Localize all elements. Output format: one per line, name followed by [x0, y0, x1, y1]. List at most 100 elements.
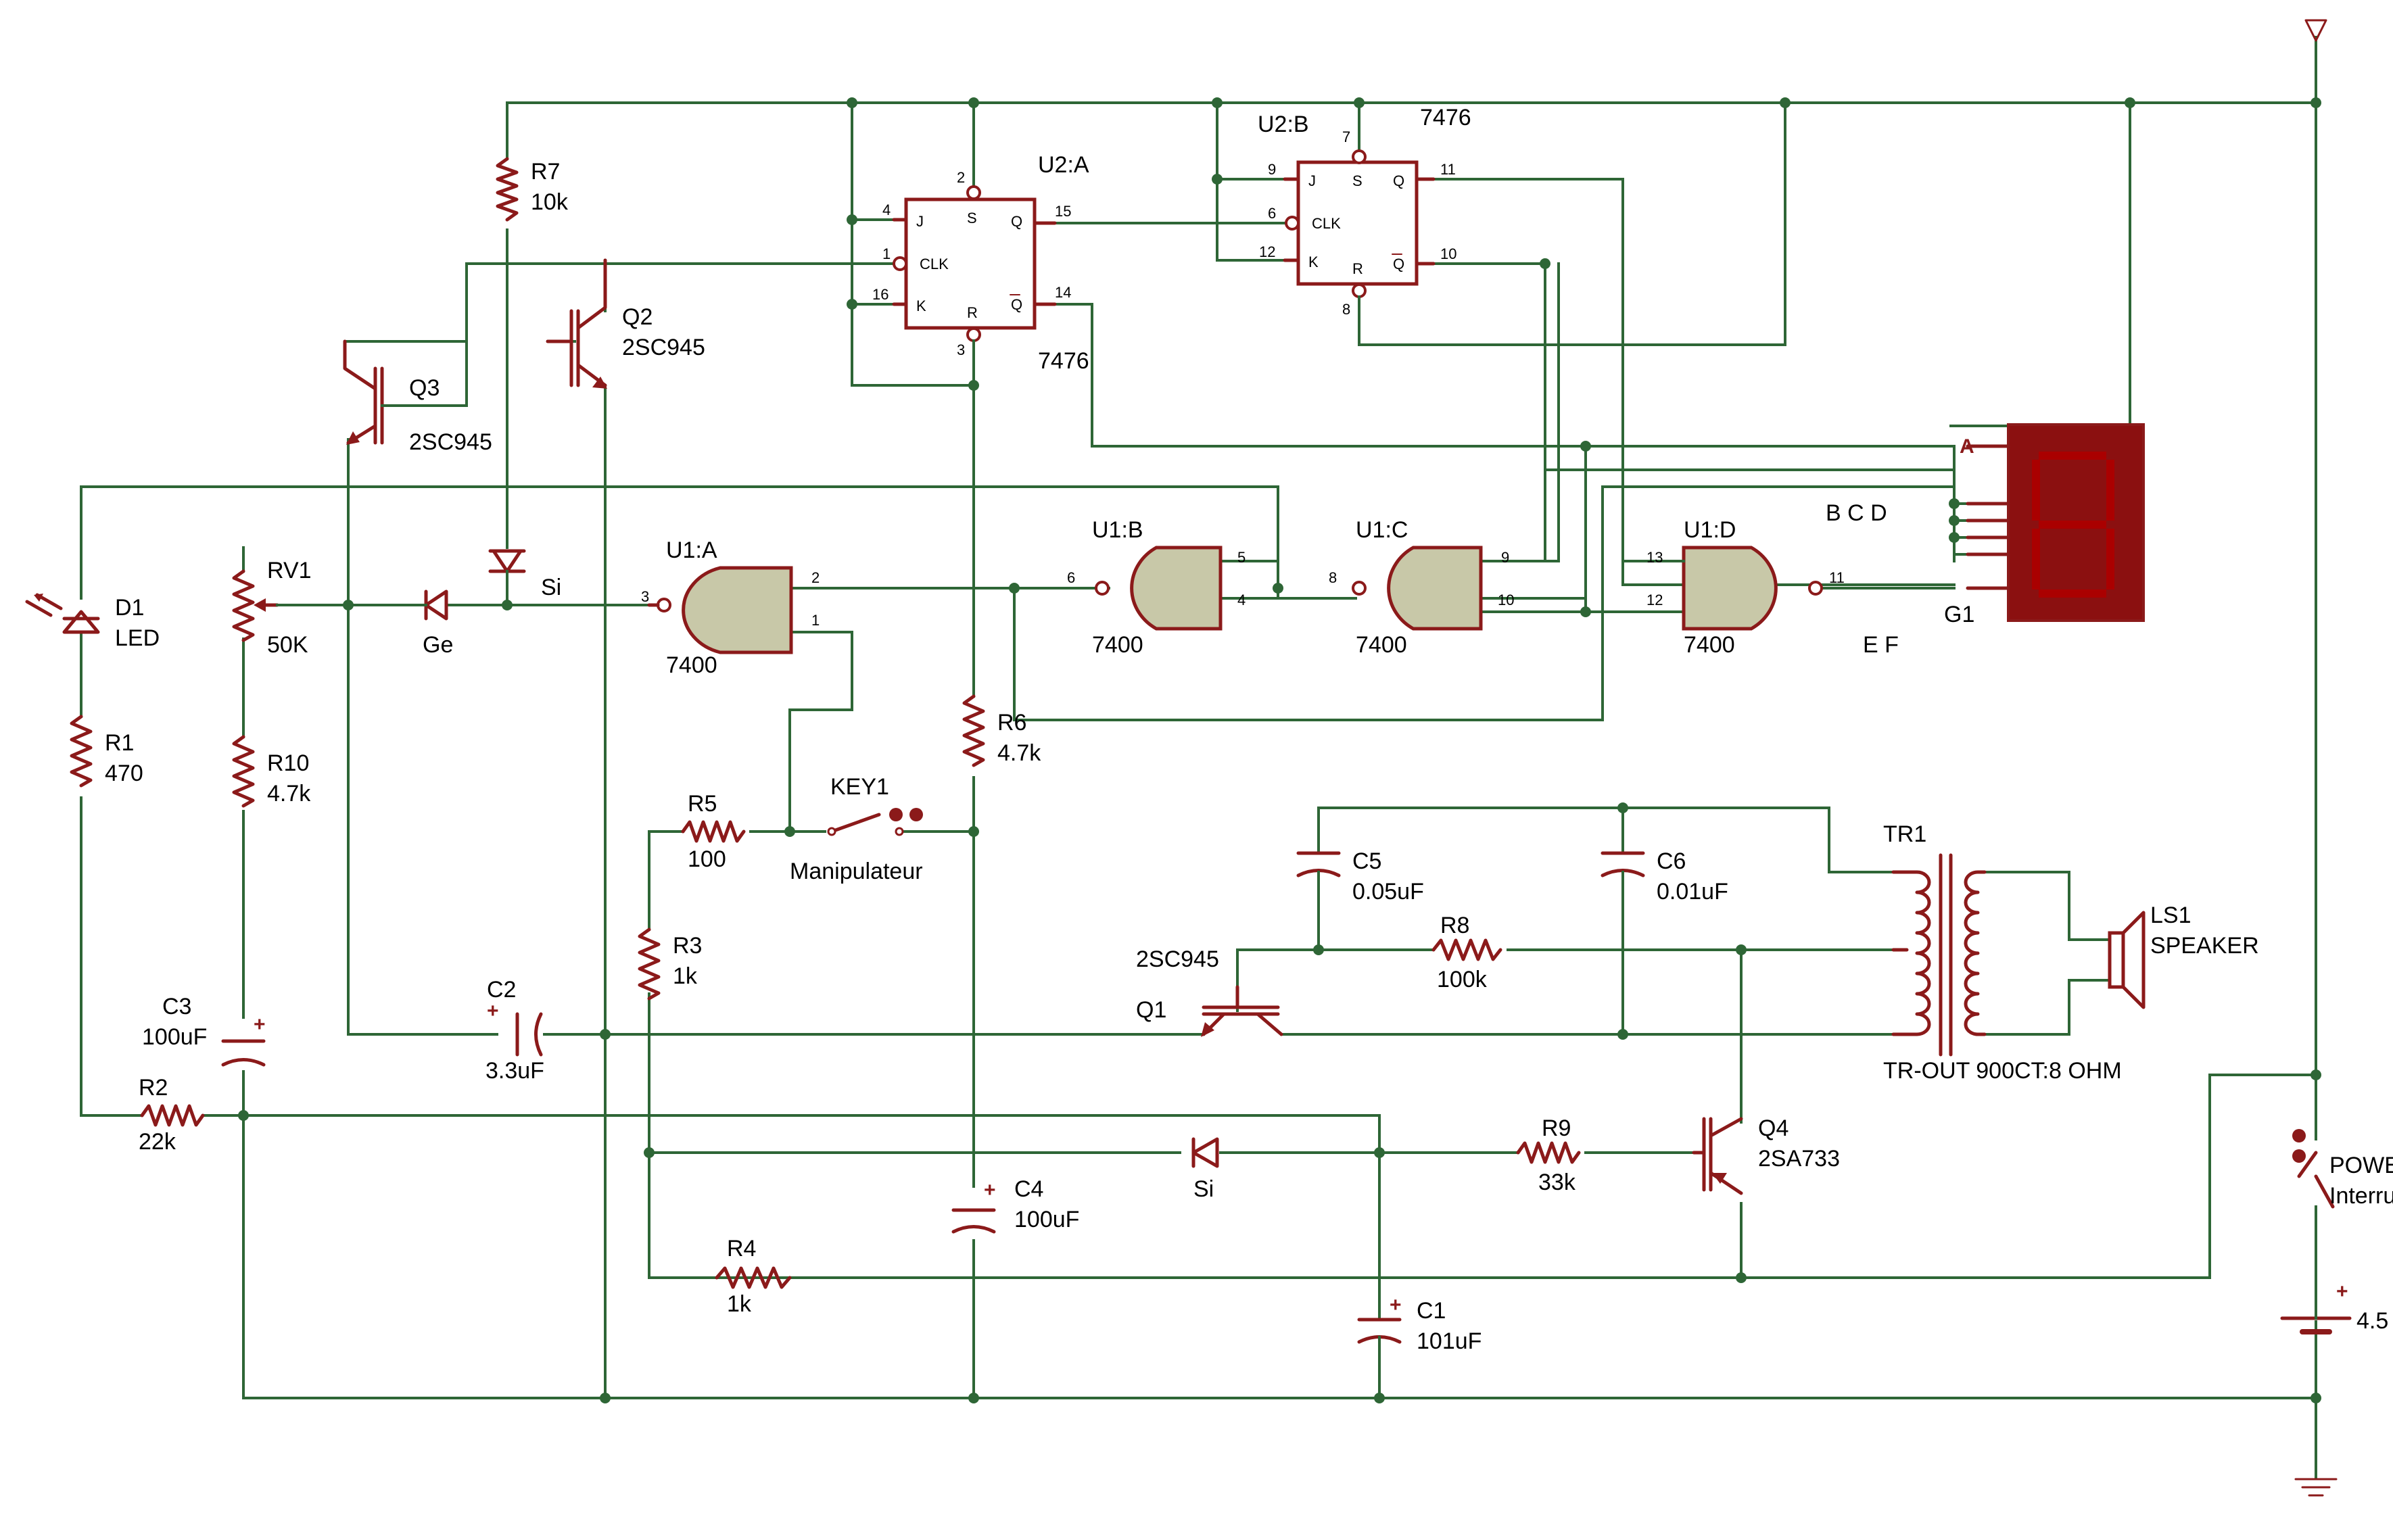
battery-value: 4.5 [2356, 1308, 2388, 1334]
q1-value: 2SC945 [1136, 946, 1219, 972]
c6-ref: C6 [1657, 848, 1686, 874]
c1-polarity: + [1390, 1294, 1402, 1316]
nand-gate-u1a: 3 2 1 U1:A 7400 [641, 537, 820, 678]
u2b-q: Q [1393, 172, 1404, 189]
c3-value: 100uF [142, 1024, 207, 1050]
display-ef-label: E F [1863, 632, 1899, 658]
r6-value: 4.7k [997, 740, 1041, 766]
nand-gate-u1c: 8 9 10 U1:C 7400 [1329, 517, 1514, 658]
c2-polarity: + [487, 1000, 499, 1022]
u2b-pin-q: 11 [1440, 161, 1456, 178]
tr1-ref: TR1 [1883, 821, 1926, 847]
u2b-pin-r: 8 [1342, 301, 1350, 318]
r8-value: 100k [1437, 967, 1488, 992]
resistor-r7: R7 10k [496, 157, 569, 222]
u1c-pin-c: 10 [1498, 592, 1514, 608]
u2b-pin-j: 9 [1268, 161, 1276, 178]
d1-value: LED [115, 625, 160, 651]
seven-segment-display: A B C D E F G1 [1826, 423, 2145, 658]
u2a-ref: U2:A [1038, 152, 1089, 178]
tr1-value: TR-OUT 900CT:8 OHM [1883, 1058, 2122, 1084]
power-switch: POWE Interru [2292, 1129, 2393, 1209]
q2-ref: Q2 [622, 304, 653, 330]
c1-value: 101uF [1417, 1328, 1482, 1354]
ground-symbol [2294, 1397, 2338, 1497]
q3-ref: Q3 [409, 375, 440, 401]
r7-ref: R7 [531, 159, 560, 185]
r10-value: 4.7k [267, 781, 311, 807]
flipflop-u2a: J CLK K S R Q Q 4 1 16 2 3 15 14 U2:A 74… [872, 152, 1089, 374]
c5-ref: C5 [1352, 848, 1381, 874]
ls1-ref: LS1 [2150, 903, 2191, 928]
segment-d [2039, 589, 2106, 598]
u2a-value: 7476 [1038, 348, 1089, 374]
u1a-pin-c: 1 [811, 612, 820, 629]
u2a-pin-clk: 1 [882, 245, 891, 262]
u2b-pin-k: 12 [1259, 243, 1275, 260]
c1-ref: C1 [1417, 1298, 1446, 1324]
nand-gate-u1b: 6 5 4 U1:B 7400 [1067, 517, 1246, 658]
u2a-pin-q: 15 [1055, 203, 1071, 220]
rv1-ref: RV1 [267, 558, 312, 583]
transformer-tr1: TR1 TR-OUT 900CT:8 OHM [1883, 821, 2122, 1084]
resistor-r2: R2 22k [139, 1075, 205, 1155]
rv1-value: 50K [267, 632, 308, 658]
si1-value: Si [541, 575, 561, 600]
u2a-pin-k: 16 [872, 286, 889, 303]
q4-ref: Q4 [1758, 1115, 1788, 1141]
u2a-pin-s: 2 [957, 169, 965, 186]
r1-value: 470 [105, 761, 143, 786]
u1d-value: 7400 [1684, 632, 1735, 658]
segment-g [2039, 521, 2106, 529]
r3-value: 1k [673, 963, 698, 989]
u1a-pin-b: 2 [811, 569, 820, 586]
u1b-value: 7400 [1092, 632, 1143, 658]
u2a-qbar: Q [1011, 296, 1022, 313]
display-g1-label: G1 [1944, 602, 1974, 627]
segment-e [2032, 529, 2040, 589]
c6-value: 0.01uF [1657, 879, 1728, 905]
r8-ref: R8 [1440, 913, 1469, 938]
power-ref: POWE [2329, 1153, 2393, 1178]
led-d1: D1 LED [25, 593, 160, 651]
u1b-pin-b: 5 [1237, 549, 1246, 566]
u2a-pin-r: 3 [957, 341, 965, 358]
c5-value: 0.05uF [1352, 879, 1424, 905]
u2a-j: J [916, 213, 924, 230]
c3-ref: C3 [162, 994, 191, 1019]
r9-value: 33k [1538, 1170, 1576, 1195]
u1d-ref: U1:D [1684, 517, 1736, 543]
u2a-pin-qbar: 14 [1055, 284, 1071, 301]
speaker-ls1: LS1 SPEAKER [2108, 903, 2259, 1009]
diode-si-1: Si [488, 549, 561, 606]
u2b-s: S [1352, 172, 1363, 189]
r4-ref: R4 [727, 1236, 756, 1261]
capacitor-c1: + C1 101uF [1357, 1276, 1482, 1399]
r3-ref: R3 [673, 933, 702, 959]
u1a-pin-a: 3 [641, 588, 649, 605]
flipflop-u2b: J CLK K S R Q Q 9 6 12 7 8 11 10 U2:B 74… [1258, 105, 1471, 339]
transistor-q3: Q3 2SC945 [343, 262, 492, 455]
r5-value: 100 [688, 846, 726, 872]
r5-ref: R5 [688, 791, 717, 817]
u2b-pin-qbar: 10 [1440, 245, 1456, 262]
u2b-pin-clk: 6 [1268, 205, 1276, 222]
junction-dots [238, 97, 2321, 1403]
capacitor-c5: C5 0.05uF [1296, 848, 1424, 905]
power-value: Interru [2329, 1183, 2393, 1209]
display-bcd-label: B C D [1826, 500, 1887, 526]
u1a-ref: U1:A [666, 537, 717, 563]
wires [80, 101, 2317, 1399]
c3-polarity: + [254, 1013, 266, 1036]
c2-value: 3.3uF [485, 1058, 544, 1084]
u2a-k: K [916, 297, 926, 314]
resistor-r5: R5 100 [681, 791, 746, 872]
nand-gate-u1d: 11 13 12 U1:D 7400 [1621, 517, 1845, 658]
key-switch-key1: KEY1 Manipulateur [790, 774, 923, 884]
q1-ref: Q1 [1136, 997, 1166, 1023]
resistor-r10: R10 4.7k [232, 735, 311, 808]
u2a-q: Q [1011, 213, 1022, 230]
transistor-q1: 2SC945 Q1 [1136, 946, 1283, 1037]
r9-ref: R9 [1542, 1115, 1571, 1141]
